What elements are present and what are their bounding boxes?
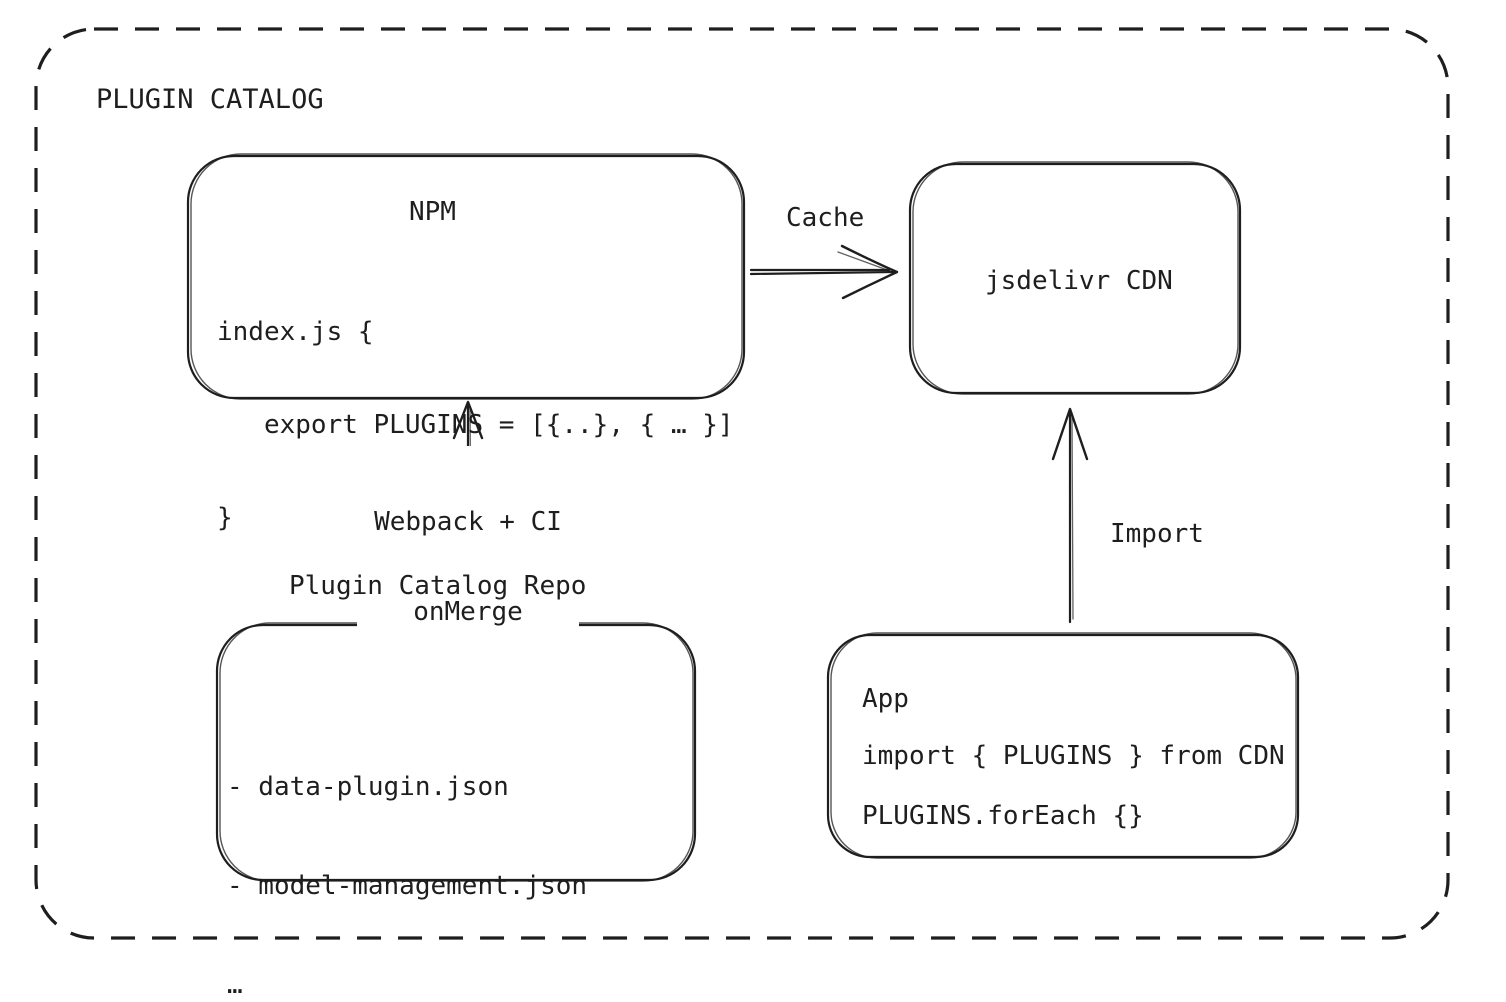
app-node-title: App (862, 684, 909, 714)
cdn-node (908, 161, 1242, 395)
import-arrow (1051, 407, 1089, 624)
app-code-line: PLUGINS.forEach {} (862, 801, 1144, 831)
cache-arrow (749, 244, 899, 300)
repo-file-item: - data-plugin.json (227, 772, 509, 802)
repo-node (215, 622, 697, 882)
app-code-line: import { PLUGINS } from CDN (862, 741, 1285, 771)
build-arrow-label-line: Webpack + CI (374, 507, 562, 537)
repo-file-list: - data-plugin.json - model-management.js… (227, 705, 587, 1002)
cache-arrow-label: Cache (786, 203, 865, 233)
build-arrow-label-line: onMerge (413, 597, 523, 627)
diagram-title: PLUGIN CATALOG (96, 84, 324, 115)
repo-file-item: … (227, 970, 243, 1000)
plugin-catalog-boundary (34, 27, 1450, 940)
npm-node-title: NPM (409, 197, 456, 227)
npm-code-line: export PLUGINS = [{..}, { … }] (217, 410, 734, 440)
npm-code-line: index.js { (217, 317, 374, 347)
npm-code-line: } (217, 503, 233, 533)
repo-file-item: - model-management.json (227, 871, 588, 901)
build-arrow-label: Webpack + CI onMerge (357, 446, 579, 688)
npm-node (186, 153, 746, 400)
import-arrow-label: Import (1110, 519, 1204, 549)
app-node (826, 632, 1300, 859)
cdn-node-title: jsdelivr CDN (985, 266, 1173, 296)
repo-node-title: Plugin Catalog Repo (289, 571, 587, 601)
npm-code-block: index.js { export PLUGINS = [{..}, { … }… (217, 255, 734, 596)
